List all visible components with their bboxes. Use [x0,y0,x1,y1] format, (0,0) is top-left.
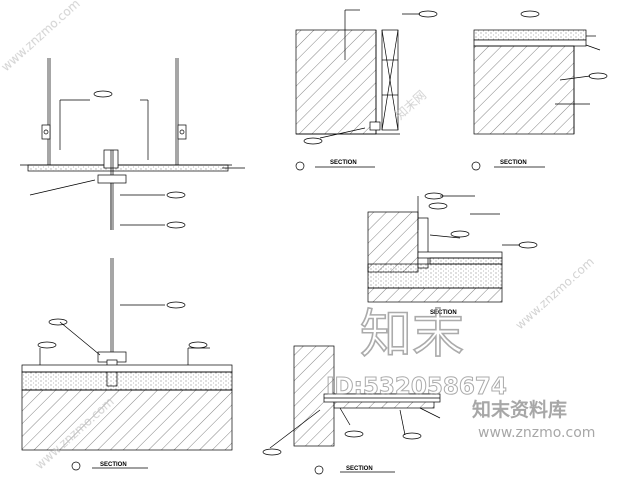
watermark-logo: 知末 [360,305,464,365]
detail-b [21,258,233,471]
section-title-2: SECTION [330,160,357,166]
watermark-site: www.znzmo.com [478,425,595,441]
detail-d [471,10,608,171]
watermark-diagonal-4: www.znzmo.com [513,254,597,332]
section-title-1: SECTION [100,462,127,468]
detail-a [20,58,245,230]
section-title-4: SECTION [430,310,457,316]
detail-c [295,9,438,171]
detail-e [367,192,538,303]
section-title-3: SECTION [500,160,527,166]
detail-f [262,345,441,475]
section-title-5: SECTION [346,466,373,472]
watermark-diagonal-1: www.znzmo.com [0,0,83,74]
watermark-brand: 知末资料库 [472,398,567,421]
watermark-id: ID:532058674 [326,374,507,400]
